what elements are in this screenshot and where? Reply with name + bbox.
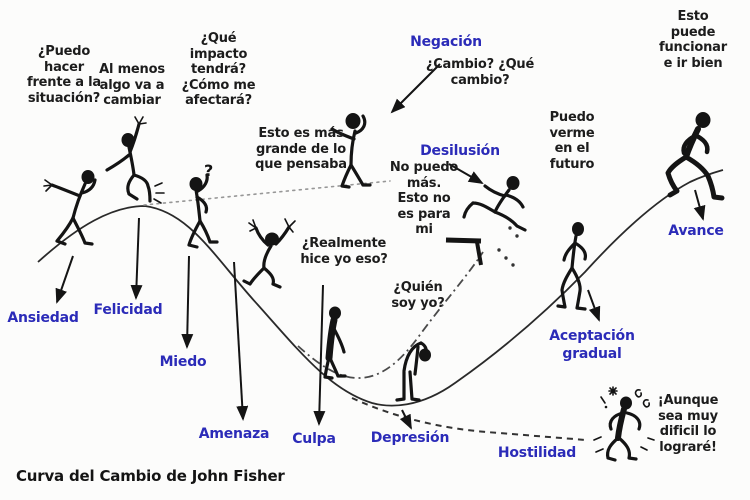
ansiedad-pointer-arrow (55, 255, 74, 304)
label-negacion: Negación (410, 34, 482, 50)
denial-dotted-line (143, 180, 391, 206)
culpa-thought: ¿Realmente hice yo eso? (300, 236, 388, 267)
ansiedad-figure-icon (43, 170, 97, 246)
culpa-figure-icon (323, 306, 347, 380)
label-amenaza: Amenaza (198, 426, 270, 442)
label-culpa: Culpa (292, 431, 336, 447)
depresion-pointer-arrow (399, 409, 412, 430)
negacion-thought: ¿Cambio? ¿Qué cambio? (425, 57, 535, 88)
main-change-curve (37, 169, 724, 407)
depresion-thought: ¿Quién soy yo? (391, 280, 445, 311)
amenaza-thought: Esto es más grande de lo que pensaba (255, 126, 347, 173)
miedo-figure-icon: ? (187, 161, 219, 249)
avance-pointer-arrow (693, 189, 706, 221)
felicidad-thought: Al menos algo va a cambiar (99, 62, 165, 109)
hostilidad-thought: ¡Aunque sea muy dificil lo lograré! (657, 393, 719, 455)
pointer-arrows (55, 63, 706, 430)
miedo-thought: ¿Qué impacto tendrá? ¿Cómo me afectará? (181, 31, 256, 109)
desilusion-dashdot-path (297, 251, 484, 379)
cliff-edge-icon (445, 226, 519, 267)
label-felicidad: Felicidad (93, 302, 163, 318)
avance-figure-icon (665, 112, 725, 201)
negacion-figure-icon (330, 113, 372, 189)
miedo-pointer-arrow (181, 255, 194, 349)
amenaza-figure-icon (242, 218, 296, 289)
desilusion-figure-icon (462, 176, 527, 232)
aceptacion-thought: Puedo verme en el futuro (549, 110, 595, 172)
avance-thought: Esto puede funcionar e ir bien (659, 9, 727, 71)
hostilidad-dashed-path (351, 397, 587, 441)
label-avance: Avance (668, 223, 724, 239)
felicidad-figure-icon (105, 116, 165, 204)
desilusion-pointer-arrow (448, 163, 484, 184)
label-aceptacion: Aceptación gradual (549, 328, 635, 362)
depresion-figure-icon (395, 341, 431, 402)
negacion-pointer-arrow (390, 63, 441, 114)
label-desilusion: Desilusión (420, 143, 500, 159)
label-hostilidad: Hostilidad (497, 445, 577, 461)
felicidad-pointer-arrow (130, 217, 143, 300)
label-miedo: Miedo (159, 354, 207, 370)
aceptacion-figure-icon (556, 222, 588, 311)
label-ansiedad: Ansiedad (7, 310, 79, 326)
diagram-caption: Curva del Cambio de John Fisher (16, 467, 285, 485)
aceptacion-pointer-arrow (587, 289, 601, 322)
amenaza-pointer-arrow (233, 261, 249, 421)
hostilidad-figure-icon (593, 386, 655, 462)
ansiedad-thought: ¿Puedo hacer frente a la situación? (26, 44, 102, 106)
label-depresion: Depresión (370, 430, 450, 446)
culpa-pointer-arrow (313, 284, 326, 426)
desilusion-thought: No puedo más. Esto no es para mi (389, 160, 459, 238)
miedo-question-mark: ? (204, 161, 213, 180)
